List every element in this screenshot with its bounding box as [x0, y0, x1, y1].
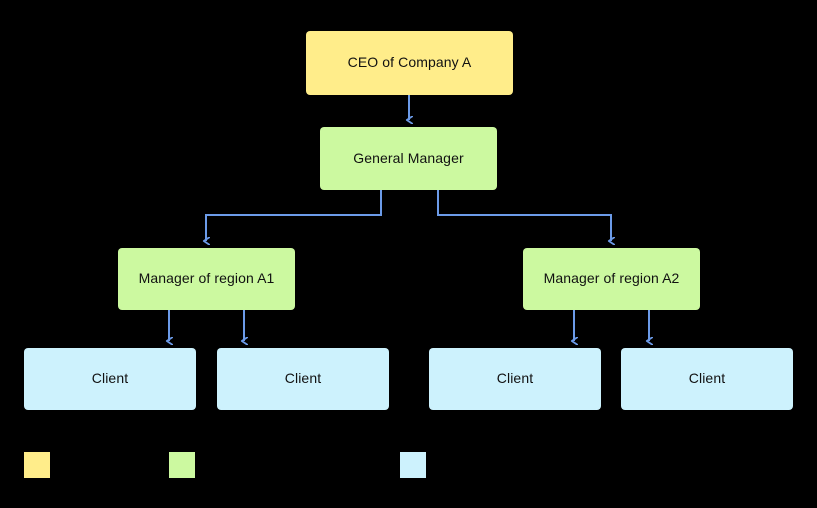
node-general-manager-label: General Manager: [353, 149, 464, 166]
node-client-4[interactable]: Client: [621, 348, 793, 410]
node-manager-region-a1-label: Manager of region A1: [138, 270, 275, 287]
node-manager-region-a1[interactable]: Manager of region A1: [118, 248, 295, 310]
node-ceo[interactable]: CEO of Company A: [306, 31, 513, 95]
node-client-1-label: Client: [91, 370, 129, 387]
node-client-4-label: Client: [688, 370, 726, 387]
node-manager-region-a2[interactable]: Manager of region A2: [523, 248, 700, 310]
node-ceo-label: CEO of Company A: [347, 54, 472, 71]
edge-gm-to-mgr-a1: [206, 190, 382, 241]
node-manager-region-a2-label: Manager of region A2: [543, 270, 680, 287]
node-client-2[interactable]: Client: [217, 348, 389, 410]
legend-swatch-executive: [24, 452, 50, 478]
node-client-1[interactable]: Client: [24, 348, 196, 410]
legend-swatch-client: [400, 452, 426, 478]
node-client-3-label: Client: [496, 370, 534, 387]
node-general-manager[interactable]: General Manager: [320, 127, 497, 190]
edge-gm-to-mgr-a2: [437, 190, 611, 241]
node-client-2-label: Client: [284, 370, 322, 387]
legend-swatch-manager: [169, 452, 195, 478]
node-client-3[interactable]: Client: [429, 348, 601, 410]
